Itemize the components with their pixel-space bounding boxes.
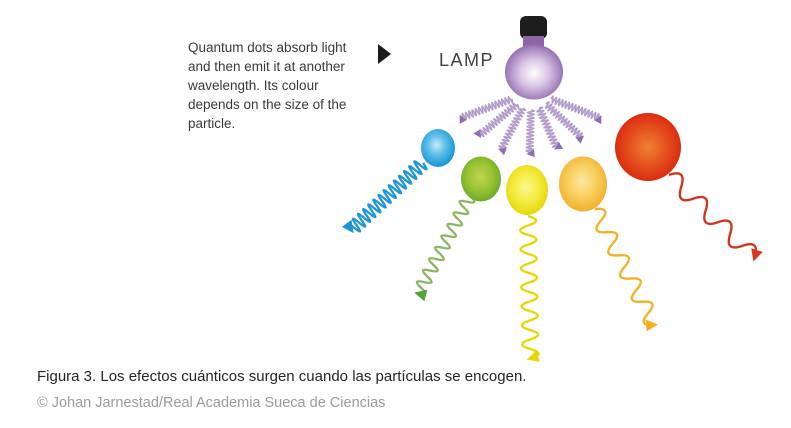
emission-wave-red <box>668 172 763 262</box>
wave-path-blue <box>341 160 428 234</box>
lamp-label: LAMP <box>439 50 495 70</box>
lamp-bulb <box>505 44 563 100</box>
lamp <box>505 16 563 100</box>
quantum-dot-blue <box>421 129 455 167</box>
lamp-ray <box>498 107 527 156</box>
wave-path-red <box>668 172 763 262</box>
wave-path-orange <box>594 207 659 332</box>
lamp-ray <box>473 102 520 139</box>
quantum-dots <box>421 113 681 215</box>
emission-wave-yellow <box>519 214 540 362</box>
lamp-ray <box>459 95 514 124</box>
lamp-ray <box>536 106 564 150</box>
wave-path-yellow <box>519 214 540 362</box>
arrow-right-icon <box>378 44 391 64</box>
quantum-dot-red <box>615 113 681 181</box>
emission-wave-green <box>414 195 476 302</box>
figure-credit: © Johan Jarnestad/Real Academia Sueca de… <box>37 395 386 411</box>
quantum-dot-orange <box>559 156 607 212</box>
lamp-ray <box>525 109 536 158</box>
annotation-text: Quantum dots absorb light and then emit … <box>188 40 347 131</box>
emission-wave-blue <box>341 160 428 234</box>
lamp-rays <box>459 95 602 158</box>
lamp-ray <box>550 95 602 125</box>
emission-wave-orange <box>594 207 659 332</box>
figure-caption: Figura 3. Los efectos cuánticos surgen c… <box>37 368 527 385</box>
emission-waves <box>341 160 763 362</box>
lamp-ray <box>544 101 585 144</box>
wave-path-green <box>414 195 476 302</box>
lamp-cap <box>520 16 547 39</box>
quantum-dot-yellow <box>506 165 548 215</box>
quantum-dot-green <box>461 156 501 202</box>
